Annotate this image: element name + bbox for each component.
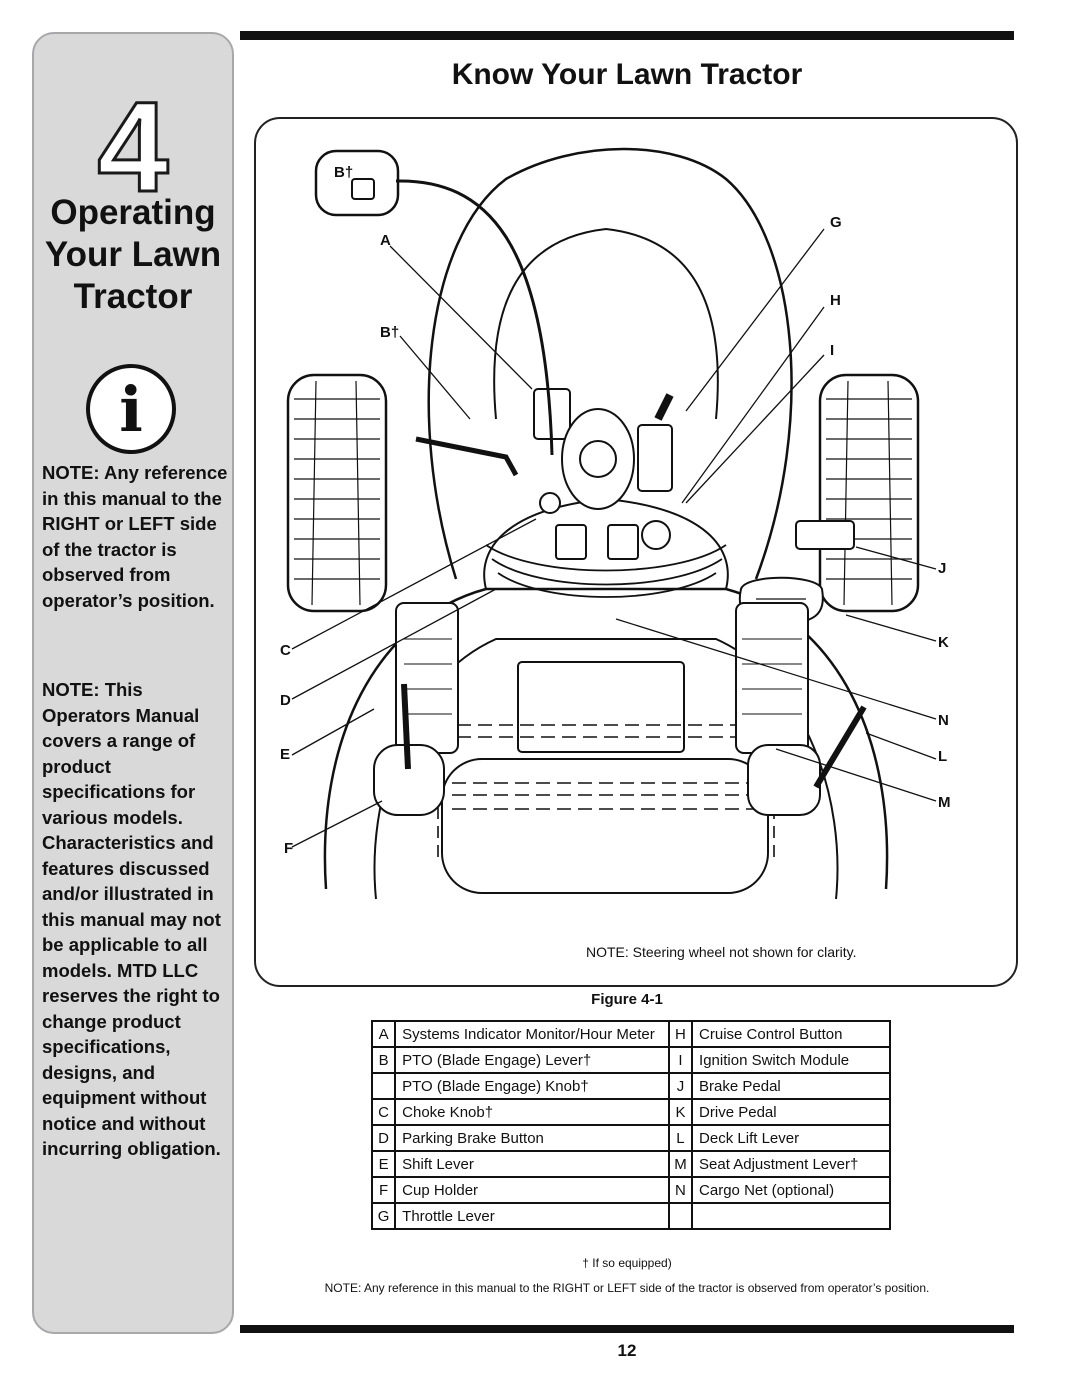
callout-h: H xyxy=(830,292,841,309)
legend-text: Cargo Net (optional) xyxy=(691,1176,891,1204)
callout-i: I xyxy=(830,342,834,359)
pto-knob-inset xyxy=(314,149,554,456)
page-heading: Know Your Lawn Tractor xyxy=(451,58,803,91)
callout-n: N xyxy=(938,712,949,729)
sidebar-note-disclaimer: NOTE: This Operators Manual covers a ran… xyxy=(42,679,221,1159)
bottom-rule xyxy=(240,1325,1014,1333)
legend-key: G xyxy=(370,1202,397,1230)
info-icon: i xyxy=(86,364,176,454)
chapter-number: 4 xyxy=(96,76,170,219)
legend-key: B xyxy=(370,1046,397,1074)
legend-key: F xyxy=(370,1176,397,1204)
tractor-illustration: B† A B† C D E F G H I J K N L M xyxy=(280,147,951,900)
callout-b-inset: B† xyxy=(334,164,353,181)
legend-key: D xyxy=(370,1124,397,1152)
callout-d: D xyxy=(280,692,291,709)
legend-text: PTO (Blade Engage) Knob† xyxy=(394,1072,670,1100)
callout-b: B† xyxy=(380,324,399,341)
legend-text: Throttle Lever xyxy=(394,1202,670,1230)
legend-key: H xyxy=(667,1020,694,1048)
hood xyxy=(427,147,793,590)
legend-text: Cup Holder xyxy=(394,1176,670,1204)
legend-text: Ignition Switch Module xyxy=(691,1046,891,1074)
legend-text xyxy=(691,1202,891,1230)
figure-note: NOTE: Steering wheel not shown for clari… xyxy=(586,944,857,960)
legend-text: Drive Pedal xyxy=(691,1098,891,1126)
legend-text: Cruise Control Button xyxy=(691,1020,891,1048)
legend-key: A xyxy=(370,1020,397,1048)
legend-key: I xyxy=(667,1046,694,1074)
callout-letters: B† A B† C D E F G H I J K N L M xyxy=(280,164,951,857)
left-side-panel xyxy=(373,602,459,816)
legend-key: L xyxy=(667,1124,694,1152)
legend-key xyxy=(667,1202,694,1230)
legend-text: PTO (Blade Engage) Lever† xyxy=(394,1046,670,1074)
callout-g: G xyxy=(830,214,842,231)
page-number: 12 xyxy=(617,1341,637,1360)
callout-leader-lines xyxy=(291,228,937,848)
legend-key: K xyxy=(667,1098,694,1126)
right-rear-tire xyxy=(818,373,920,613)
legend-text: Parking Brake Button xyxy=(394,1124,670,1152)
legend-key xyxy=(370,1072,397,1100)
dash-panel xyxy=(415,388,727,598)
callout-l: L xyxy=(938,748,947,765)
table-row: G Throttle Lever xyxy=(370,1202,891,1230)
chapter-title-line-1: Operating xyxy=(50,193,216,232)
legend-key: N xyxy=(667,1176,694,1204)
legend-text: Systems Indicator Monitor/Hour Meter xyxy=(394,1020,670,1048)
chapter-title: Operating Your Lawn Tractor xyxy=(34,192,232,318)
table-row: E Shift Lever M Seat Adjustment Lever† xyxy=(370,1150,891,1178)
callout-j: J xyxy=(938,560,946,577)
table-row: C Choke Knob† K Drive Pedal xyxy=(370,1098,891,1126)
callout-a: A xyxy=(380,232,391,249)
legend-key: J xyxy=(667,1072,694,1100)
table-row: D Parking Brake Button L Deck Lift Lever xyxy=(370,1124,891,1152)
right-side-panel xyxy=(735,602,867,816)
figure-caption: Figure 4-1 xyxy=(591,991,663,1008)
sidebar-note-orientation: NOTE: Any reference in this manual to th… xyxy=(42,462,228,611)
chapter-sidebar: 4 Operating Your Lawn Tractor i NOTE: An… xyxy=(32,32,234,1334)
chapter-title-line-3: Tractor xyxy=(73,277,193,316)
top-rule xyxy=(240,31,1014,40)
callout-e: E xyxy=(280,746,290,763)
figure-frame: B† A B† C D E F G H I J K N L M NOTE: St… xyxy=(254,117,1018,987)
callout-f: F xyxy=(284,840,293,857)
legend-key: C xyxy=(370,1098,397,1126)
legend-text: Shift Lever xyxy=(394,1150,670,1178)
parts-legend-table: A Systems Indicator Monitor/Hour Meter H… xyxy=(370,1020,891,1230)
legend-key: M xyxy=(667,1150,694,1178)
legend-text: Seat Adjustment Lever† xyxy=(691,1150,891,1178)
callout-k: K xyxy=(938,634,949,651)
table-row: A Systems Indicator Monitor/Hour Meter H… xyxy=(370,1020,891,1048)
table-row: B PTO (Blade Engage) Lever† I Ignition S… xyxy=(370,1046,891,1074)
bottom-note: NOTE: Any reference in this manual to th… xyxy=(324,1281,930,1295)
chapter-title-line-2: Your Lawn xyxy=(44,235,222,274)
legend-text: Brake Pedal xyxy=(691,1072,891,1100)
callout-c: C xyxy=(280,642,291,659)
callout-m: M xyxy=(938,794,951,811)
left-rear-tire xyxy=(286,373,388,613)
legend-text: Deck Lift Lever xyxy=(691,1124,891,1152)
table-row: F Cup Holder N Cargo Net (optional) xyxy=(370,1176,891,1204)
footnote: † If so equipped) xyxy=(582,1256,672,1270)
legend-text: Choke Knob† xyxy=(394,1098,670,1126)
legend-key: E xyxy=(370,1150,397,1178)
table-row: PTO (Blade Engage) Knob† J Brake Pedal xyxy=(370,1072,891,1100)
